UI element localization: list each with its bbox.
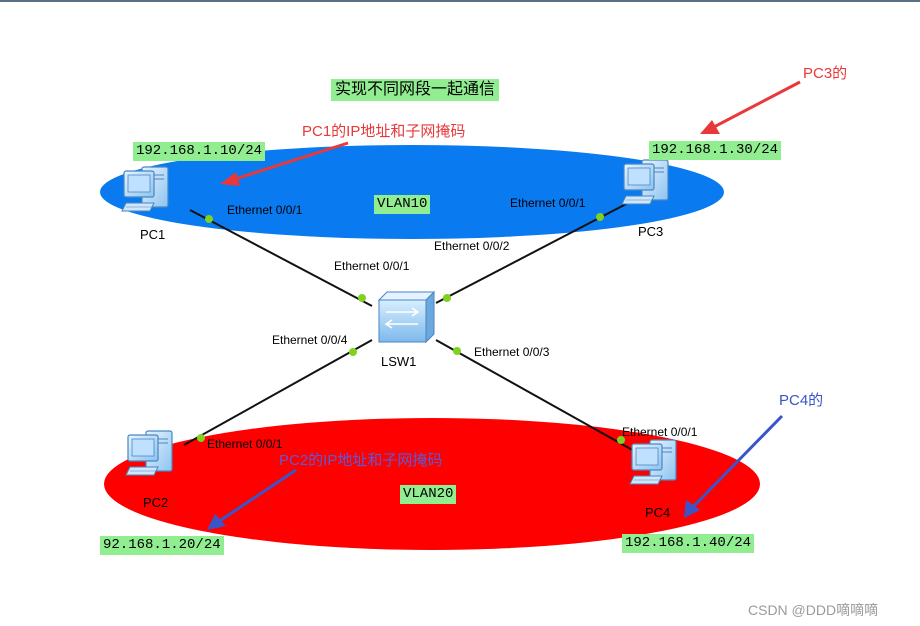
pc3-annotation: PC3的 [803, 65, 848, 82]
port-dot-pc1 [205, 215, 213, 223]
pc3-name: PC3 [638, 224, 664, 239]
pc2-note-arrow [207, 468, 297, 530]
port-label-pc2: Ethernet 0/0/1 [207, 437, 283, 451]
pc4-ip-label: 192.168.1.40/24 [622, 534, 755, 553]
port-dot-pc4 [617, 436, 625, 444]
link-pc4-switch [435, 339, 637, 453]
pc3-ip-label: 192.168.1.30/24 [649, 141, 782, 160]
vlan10-zone [100, 145, 724, 239]
link-pc2-switch [183, 339, 373, 446]
watermark: CSDN @DDD嘀嘀嘀 [748, 602, 879, 618]
link-pc3-switch [435, 202, 629, 304]
port-label-switch-e4: Ethernet 0/0/4 [272, 333, 348, 347]
switch-icon[interactable] [377, 290, 436, 344]
port-dot-pc3 [596, 213, 604, 221]
pc1-note-arrow [220, 141, 349, 186]
port-label-switch-e3: Ethernet 0/0/3 [474, 345, 550, 359]
pc2-ip-label: 92.168.1.20/24 [100, 536, 224, 555]
pc3-note-arrow [700, 80, 801, 134]
link-pc1-switch [189, 209, 373, 307]
pc1-annotation: PC1的IP地址和子网掩码 [302, 123, 466, 140]
pc3-icon[interactable] [621, 159, 669, 205]
port-dot-sw-e3 [453, 347, 461, 355]
pc4-annotation: PC4的 [779, 392, 824, 409]
vlan20-zone [104, 418, 760, 550]
port-label-switch-e1: Ethernet 0/0/1 [334, 259, 410, 273]
port-dot-sw-e4 [349, 348, 357, 356]
pc2-icon[interactable] [125, 430, 173, 476]
pc2-name: PC2 [143, 495, 169, 510]
port-dot-sw-e2 [443, 294, 451, 302]
port-label-pc4: Ethernet 0/0/1 [622, 425, 698, 439]
pc1-icon[interactable] [121, 166, 169, 212]
pc4-name: PC4 [645, 505, 671, 520]
pc4-note-arrow [684, 414, 784, 518]
port-dot-pc2 [197, 434, 205, 442]
pc4-icon[interactable] [629, 439, 677, 485]
switch-name: LSW1 [381, 354, 417, 369]
top-border [0, 0, 920, 2]
port-label-switch-e2: Ethernet 0/0/2 [434, 239, 510, 253]
pc2-annotation: PC2的IP地址和子网掩码 [279, 452, 443, 469]
port-dot-sw-e1 [358, 294, 366, 302]
port-label-pc1: Ethernet 0/0/1 [227, 203, 303, 217]
vlan10-label: VLAN10 [374, 195, 431, 214]
pc1-name: PC1 [140, 227, 166, 242]
vlan20-label: VLAN20 [400, 485, 457, 504]
pc1-ip-label: 192.168.1.10/24 [133, 142, 266, 161]
port-label-pc3: Ethernet 0/0/1 [510, 196, 586, 210]
diagram-title: 实现不同网段一起通信 [331, 79, 500, 101]
